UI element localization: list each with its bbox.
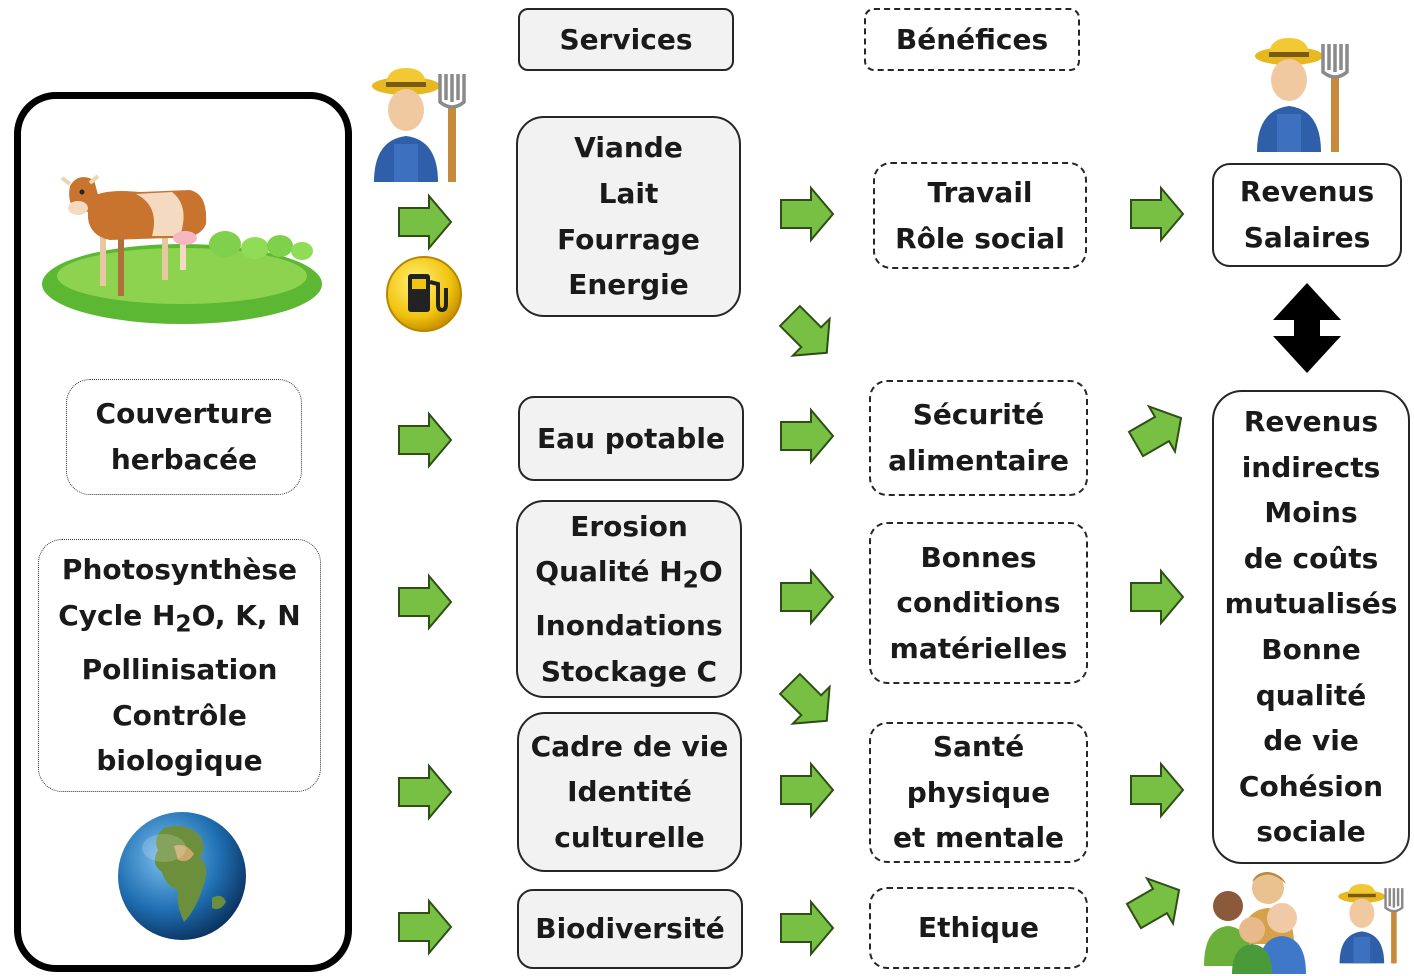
arrow-right [780, 409, 834, 463]
service-biodiversite-box: Biodiversité [517, 889, 743, 969]
arrow-diagonal [770, 664, 847, 741]
double-arrow-icon [1273, 283, 1341, 373]
couverture-herbacee-box: Couverture herbacée [66, 379, 302, 495]
cow-meadow-icon [42, 174, 322, 324]
box-line: culturelle [554, 820, 705, 854]
arrow-diagonal [770, 296, 847, 373]
arrow-right [1130, 570, 1184, 624]
earth-globe-icon [118, 812, 246, 940]
farmer-icon [372, 68, 466, 182]
box-line: Energie [568, 268, 689, 302]
box-line: Contrôle [112, 698, 247, 732]
box-line: Inondations [535, 609, 723, 643]
box-line: indirects [1241, 450, 1381, 484]
box-line: Cycle H2O, K, N [58, 598, 301, 638]
service-production-box: Viande Lait Fourrage Energie [516, 116, 741, 317]
header-services: Services [518, 8, 734, 71]
box-line: biologique [96, 744, 263, 778]
box-line: mutualisés [1224, 587, 1398, 621]
box-line: Revenus [1243, 405, 1379, 439]
header-benefices: Bénéfices [864, 8, 1080, 71]
box-line: Erosion [570, 509, 688, 543]
fonctions-ecologiques-box: Photosynthèse Cycle H2O, K, N Pollinisat… [38, 539, 321, 792]
box-line: Stockage C [540, 654, 718, 688]
benefice-travail-box: Travail Rôle social [873, 162, 1087, 269]
box-line: matérielles [889, 631, 1068, 665]
arrow-right [398, 413, 452, 467]
box-line: Ethique [917, 911, 1039, 945]
box-line: herbacée [110, 443, 258, 476]
box-line: Fourrage [557, 222, 700, 256]
box-line: sociale [1256, 815, 1366, 849]
arrow-right [780, 187, 834, 241]
arrow-right [1130, 763, 1184, 817]
community-people-icon [1204, 872, 1306, 974]
revenus-directs-box: Revenus Salaires [1212, 163, 1402, 267]
box-line: qualité [1255, 678, 1367, 712]
box-line: Couverture [95, 397, 273, 431]
box-line: physique [906, 775, 1051, 809]
box-line: Cadre de vie [530, 729, 729, 763]
service-regulation-box: Erosion Qualité H2O Inondations Stockage… [516, 500, 742, 698]
box-line: Moins [1264, 496, 1358, 530]
revenus-indirects-box: Revenus indirects Moins de coûts mutuali… [1212, 390, 1410, 864]
arrow-right [780, 763, 834, 817]
box-line: Pollinisation [81, 653, 278, 686]
box-line: Rôle social [895, 221, 1065, 255]
box-line: Photosynthèse [61, 553, 298, 587]
arrow-right [398, 765, 452, 819]
ecosystem-frame [14, 92, 352, 972]
box-line: Eau potable [537, 421, 725, 455]
arrow-right [780, 570, 834, 624]
benefice-ethique-box: Ethique [869, 887, 1088, 969]
box-line: Cohésion [1238, 769, 1384, 803]
box-line: Bonne [1261, 633, 1361, 666]
benefice-securite-box: Sécurité alimentaire [869, 380, 1088, 496]
box-line: Qualité H2O [535, 555, 723, 594]
arrow-diagonal-up [1122, 394, 1196, 468]
arrow-right [398, 575, 452, 629]
farmer-icon [1255, 38, 1349, 152]
arrow-right [780, 901, 834, 955]
fuel-pump-icon [386, 256, 462, 332]
box-line: Santé [932, 730, 1025, 764]
box-line: Biodiversité [535, 912, 725, 946]
box-line: Travail [927, 175, 1033, 209]
arrow-right [398, 900, 452, 954]
service-eau-box: Eau potable [518, 396, 744, 481]
box-line: de vie [1263, 724, 1359, 758]
benefice-conditions-box: Bonnes conditions matérielles [869, 522, 1088, 684]
arrow-right [1130, 187, 1184, 241]
box-line: Lait [598, 176, 659, 210]
box-line: Sécurité [912, 398, 1045, 432]
box-line: et mentale [892, 821, 1065, 855]
box-line: Viande [574, 131, 683, 165]
box-line: conditions [896, 586, 1061, 620]
box-line: alimentaire [888, 444, 1069, 477]
arrow-diagonal-up [1120, 866, 1194, 940]
box-line: Revenus [1239, 175, 1375, 209]
service-culturel-box: Cadre de vie Identité culturelle [517, 712, 742, 872]
box-line: Bonnes [920, 540, 1037, 574]
benefice-sante-box: Santé physique et mentale [869, 722, 1088, 863]
arrow-right [398, 195, 452, 249]
farmer-icon [1338, 884, 1404, 964]
box-line: de coûts [1243, 541, 1379, 575]
box-line: Salaires [1243, 221, 1371, 254]
box-line: Identité [567, 775, 692, 809]
